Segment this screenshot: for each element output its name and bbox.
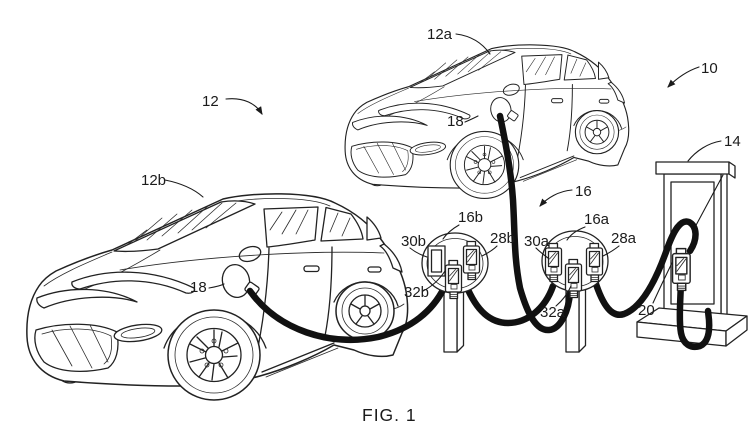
callout-16a: 16a bbox=[584, 211, 610, 228]
callout-16: 16 bbox=[575, 183, 592, 200]
charging-post-16a-head bbox=[541, 230, 609, 299]
callout-14: 14 bbox=[724, 133, 741, 150]
cable-support-line bbox=[693, 174, 724, 230]
leader-lines bbox=[164, 33, 722, 307]
callout-28a: 28a bbox=[611, 230, 637, 247]
charging-post-16b-head bbox=[421, 232, 489, 300]
callout-20: 20 bbox=[638, 302, 655, 319]
callout-12: 12 bbox=[202, 93, 219, 110]
callout-18-vehicle-b: 18 bbox=[190, 279, 207, 296]
receptacle-30b bbox=[427, 245, 446, 277]
callout-32a: 32a bbox=[540, 304, 566, 321]
cable-post-loop bbox=[462, 281, 557, 327]
cable-vehicle-b bbox=[246, 284, 448, 343]
callout-12b: 12b bbox=[141, 172, 166, 189]
charging-cables bbox=[246, 112, 713, 351]
callout-10: 10 bbox=[701, 60, 718, 77]
callout-16b: 16b bbox=[458, 209, 483, 226]
callout-18-vehicle-a: 18 bbox=[447, 113, 464, 130]
callout-30a: 30a bbox=[524, 233, 550, 250]
cable-tower-drop bbox=[676, 279, 713, 351]
vehicle-12a-drawing bbox=[344, 44, 630, 200]
callout-32b: 32b bbox=[404, 284, 429, 301]
figure-caption: FIG. 1 bbox=[362, 405, 417, 425]
cable-to-tower bbox=[591, 218, 699, 318]
callout-30b: 30b bbox=[401, 233, 426, 250]
callout-28b: 28b bbox=[490, 230, 515, 247]
vehicle-12b-drawing bbox=[26, 193, 409, 401]
callout-12a: 12a bbox=[427, 26, 453, 43]
cable-vehicle-a bbox=[496, 112, 574, 334]
